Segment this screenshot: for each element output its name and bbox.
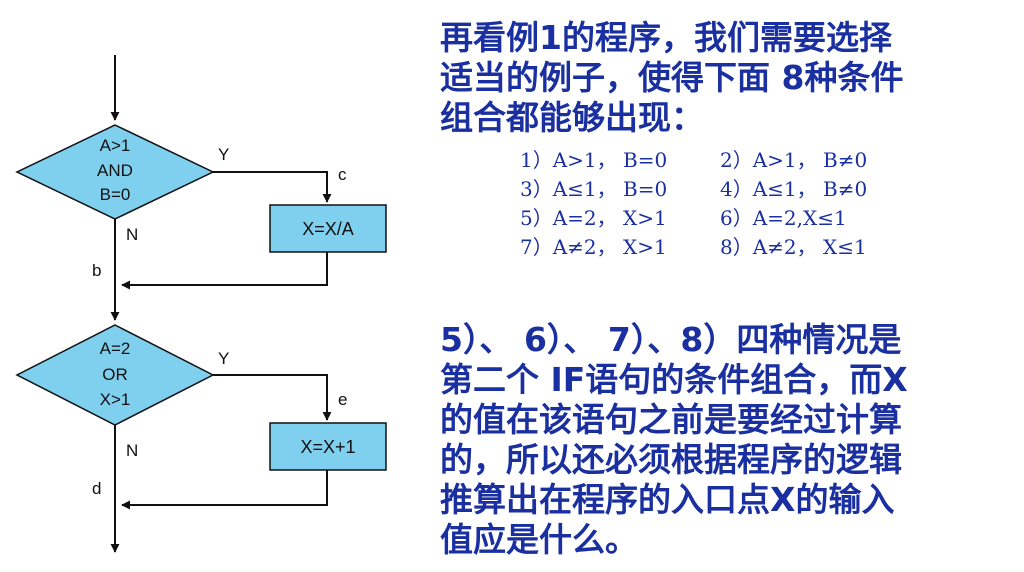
- explanation-line: 的，所以还必须根据程序的逻辑: [440, 440, 902, 479]
- no-label-1: N: [126, 225, 138, 244]
- path-label-c: c: [338, 165, 347, 184]
- yes-label-2: Y: [218, 349, 229, 368]
- yes-branch-2: [213, 374, 332, 421]
- merge-line-1: [121, 252, 328, 290]
- condition-item: 3）A≤1， B=0: [520, 177, 668, 201]
- path-label-b: b: [92, 261, 101, 280]
- condition-item: 8）A≠2， X≤1: [720, 235, 867, 259]
- explanation-line: 的值在该语句之前是要经过计算: [440, 400, 902, 439]
- condition-item: 7）A≠2， X>1: [520, 235, 667, 259]
- explanation-paragraph: 5）、 6）、 7）、8）四种情况是 第二个 IF语句的条件组合，而X 的值在该…: [440, 320, 1010, 560]
- condition-list: 1）A>1， B=0 2）A>1， B≠0 3）A≤1， B=0 4）A≤1， …: [520, 146, 920, 262]
- condition-item: 2）A>1， B≠0: [720, 148, 868, 172]
- condition-item: 1）A>1， B=0: [520, 148, 668, 172]
- yes-label-1: Y: [218, 145, 229, 164]
- process-1-label: X=X/A: [302, 219, 354, 239]
- decision-1-line-2: AND: [97, 161, 133, 180]
- intro-line: 组合都能够出现：: [440, 98, 704, 137]
- decision-2-line-2: OR: [102, 365, 128, 384]
- intro-line: 适当的例子，使得下面 8种条件: [440, 58, 904, 97]
- merge-line-2: [121, 470, 328, 510]
- path-label-e: e: [338, 390, 347, 409]
- condition-item: 6）A=2,X≤1: [720, 206, 847, 230]
- path-label-d: d: [92, 479, 101, 498]
- process-2-label: X=X+1: [300, 437, 355, 457]
- condition-row: 3）A≤1， B=0 4）A≤1， B≠0: [520, 175, 920, 204]
- no-label-2: N: [126, 441, 138, 460]
- explanation-line: 第二个 IF语句的条件组合，而X: [440, 360, 908, 399]
- condition-row: 1）A>1， B=0 2）A>1， B≠0: [520, 146, 920, 175]
- intro-line: 再看例1的程序，我们需要选择: [440, 18, 892, 57]
- yes-branch-1: [213, 171, 332, 203]
- condition-item: 4）A≤1， B≠0: [720, 177, 868, 201]
- intro-paragraph: 再看例1的程序，我们需要选择 适当的例子，使得下面 8种条件 组合都能够出现：: [440, 18, 1010, 138]
- decision-1-line-1: A>1: [100, 136, 131, 155]
- condition-row: 5）A=2， X>1 6）A=2,X≤1: [520, 204, 920, 233]
- explanation-line: 5）、 6）、 7）、8）四种情况是: [440, 320, 902, 359]
- process-2-box: [269, 422, 387, 471]
- flowchart: A>1 AND B=0 Y c X=X/A N b A=2 OR X>1 Y e…: [15, 55, 387, 553]
- process-1-box: [269, 204, 387, 253]
- decision-2-line-3: X>1: [100, 390, 131, 409]
- condition-item: 5）A=2， X>1: [520, 206, 667, 230]
- explanation-line: 值应是什么。: [440, 520, 638, 559]
- decision-2-line-1: A=2: [100, 339, 131, 358]
- condition-row: 7）A≠2， X>1 8）A≠2， X≤1: [520, 233, 920, 262]
- explanation-line: 推算出在程序的入口点X的输入: [440, 480, 895, 519]
- decision-1-line-3: B=0: [100, 185, 131, 204]
